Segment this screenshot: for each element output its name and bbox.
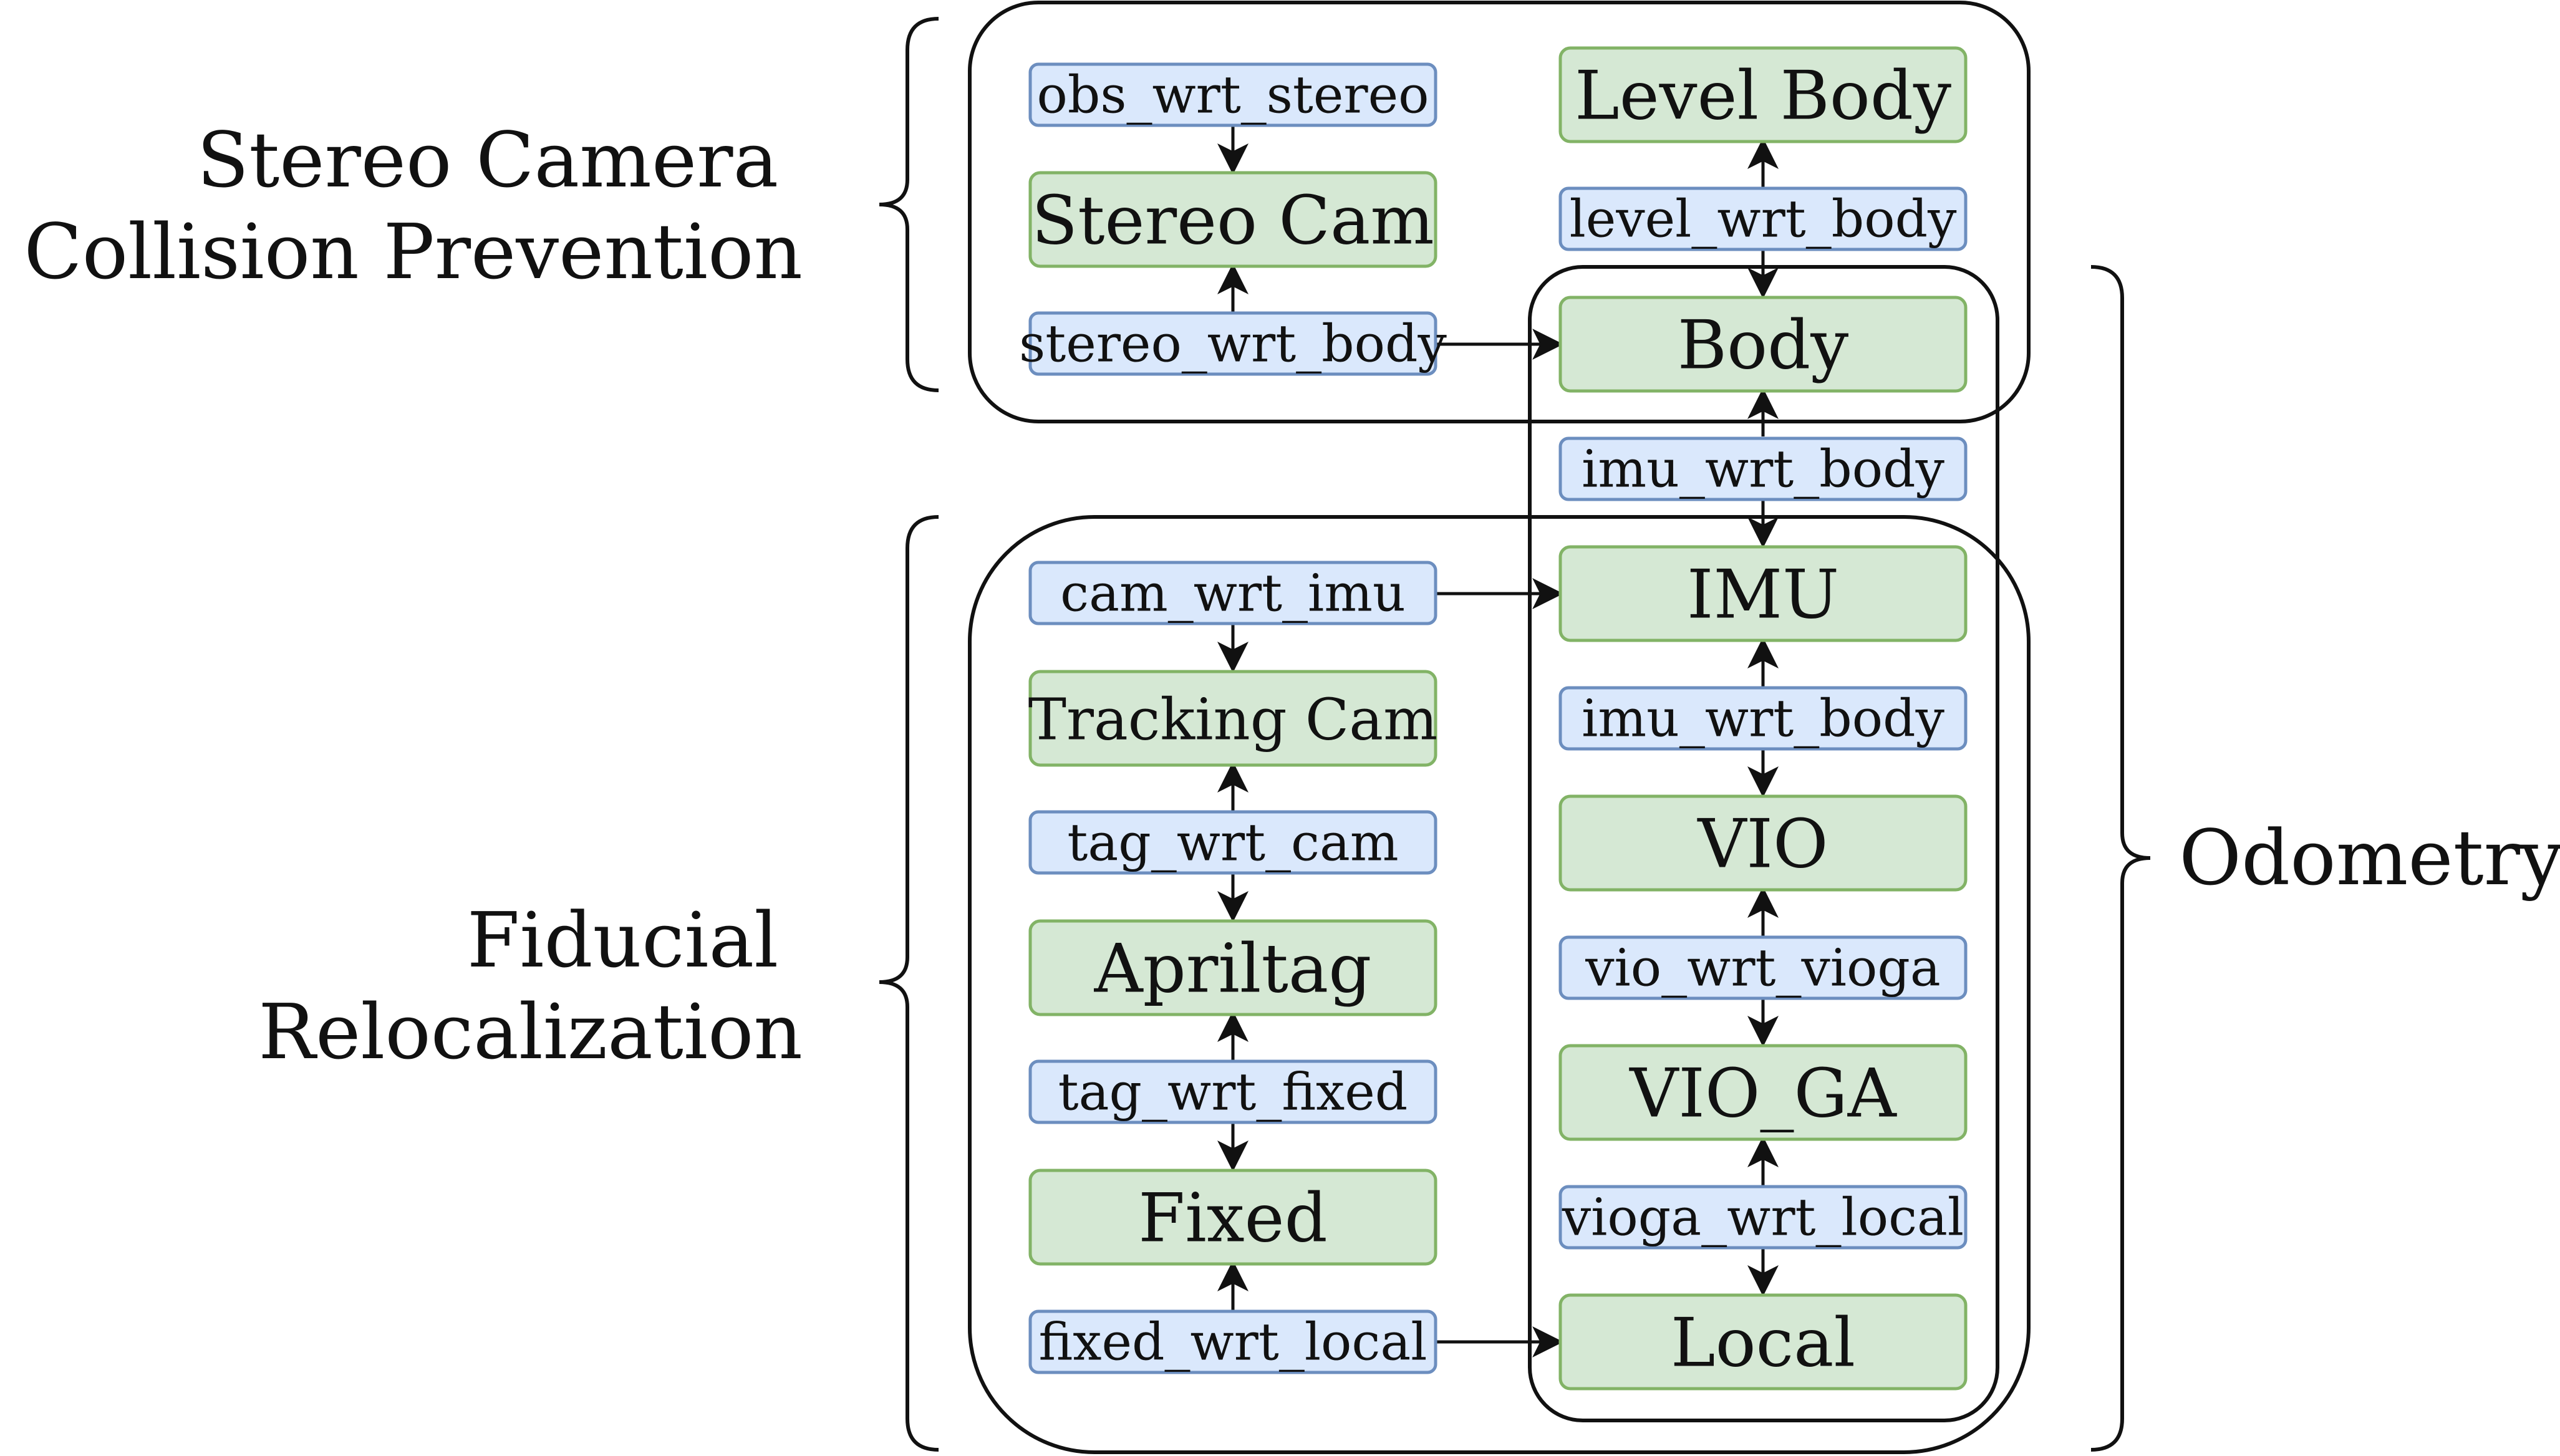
svg-text:Level Body: Level Body: [1575, 57, 1951, 135]
frame-fixed: Fixed: [1028, 1169, 1437, 1266]
transform-tag-wrt-cam: tag_wrt_cam: [1028, 810, 1437, 875]
fiducial-group-outline: [968, 515, 2031, 1454]
transform-level-wrt-body: level_wrt_body: [1558, 186, 1968, 251]
svg-text:Body: Body: [1678, 307, 1849, 385]
frame-vio: VIO: [1558, 794, 1968, 892]
frame-tracking-cam: Tracking Cam: [1028, 670, 1438, 767]
transform-stereo-wrt-body: stereo_wrt_body: [1019, 311, 1447, 376]
svg-text:vioga_wrt_local: vioga_wrt_local: [1562, 1188, 1964, 1248]
frame-imu: IMU: [1558, 545, 1968, 642]
transform-tag-wrt-fixed: tag_wrt_fixed: [1028, 1059, 1437, 1124]
fiducial-brace: [879, 515, 939, 1452]
transform-imu-wrt-body-mid: imu_wrt_body: [1558, 686, 1968, 751]
frame-local: Local: [1558, 1293, 1968, 1391]
svg-text:VIO_GA: VIO_GA: [1628, 1055, 1897, 1133]
svg-text:Fixed: Fixed: [1138, 1180, 1327, 1258]
fiducial-group-label: Fiducial Relocalization: [258, 896, 803, 1076]
stereo-group-outline: [968, 1, 2031, 423]
svg-text:VIO: VIO: [1696, 806, 1828, 884]
svg-text:tag_wrt_fixed: tag_wrt_fixed: [1058, 1063, 1408, 1122]
stereo-group-label: Stereo Camera Collision Prevention: [24, 116, 803, 296]
svg-text:tag_wrt_cam: tag_wrt_cam: [1067, 814, 1398, 873]
svg-text:Apriltag: Apriltag: [1094, 930, 1372, 1008]
frame-stereo-cam: Stereo Cam: [1028, 171, 1437, 268]
svg-text:IMU: IMU: [1687, 556, 1839, 634]
svg-text:imu_wrt_body: imu_wrt_body: [1582, 690, 1944, 749]
transform-cam-wrt-imu: cam_wrt_imu: [1028, 561, 1437, 625]
frame-body: Body: [1558, 296, 1968, 393]
svg-text:fixed_wrt_local: fixed_wrt_local: [1039, 1313, 1427, 1372]
svg-text:level_wrt_body: level_wrt_body: [1570, 190, 1958, 249]
transform-fixed-wrt-local: fixed_wrt_local: [1028, 1309, 1437, 1374]
transform-imu-wrt-body-top: imu_wrt_body: [1558, 436, 1968, 501]
frame-vio-ga: VIO_GA: [1558, 1044, 1968, 1141]
frame-level-body: Level Body: [1558, 46, 1968, 143]
transform-vioga-wrt-local: vioga_wrt_local: [1558, 1185, 1968, 1250]
svg-text:Tracking Cam: Tracking Cam: [1028, 687, 1438, 753]
frame-apriltag: Apriltag: [1028, 919, 1437, 1016]
svg-text:vio_wrt_vioga: vio_wrt_vioga: [1585, 939, 1941, 998]
odometry-brace: [2090, 265, 2151, 1452]
odometry-group-label: Odometry: [2179, 814, 2560, 902]
svg-text:imu_wrt_body: imu_wrt_body: [1582, 440, 1944, 499]
transform-vio-wrt-vioga: vio_wrt_vioga: [1558, 935, 1968, 1000]
svg-text:cam_wrt_imu: cam_wrt_imu: [1060, 564, 1406, 624]
transform-obs-wrt-stereo: obs_wrt_stereo: [1028, 62, 1437, 127]
svg-text:stereo_wrt_body: stereo_wrt_body: [1019, 315, 1447, 374]
stereo-brace: [879, 17, 939, 392]
svg-text:Local: Local: [1671, 1304, 1855, 1382]
svg-text:obs_wrt_stereo: obs_wrt_stereo: [1037, 66, 1429, 125]
svg-text:Stereo Cam: Stereo Cam: [1031, 182, 1434, 260]
